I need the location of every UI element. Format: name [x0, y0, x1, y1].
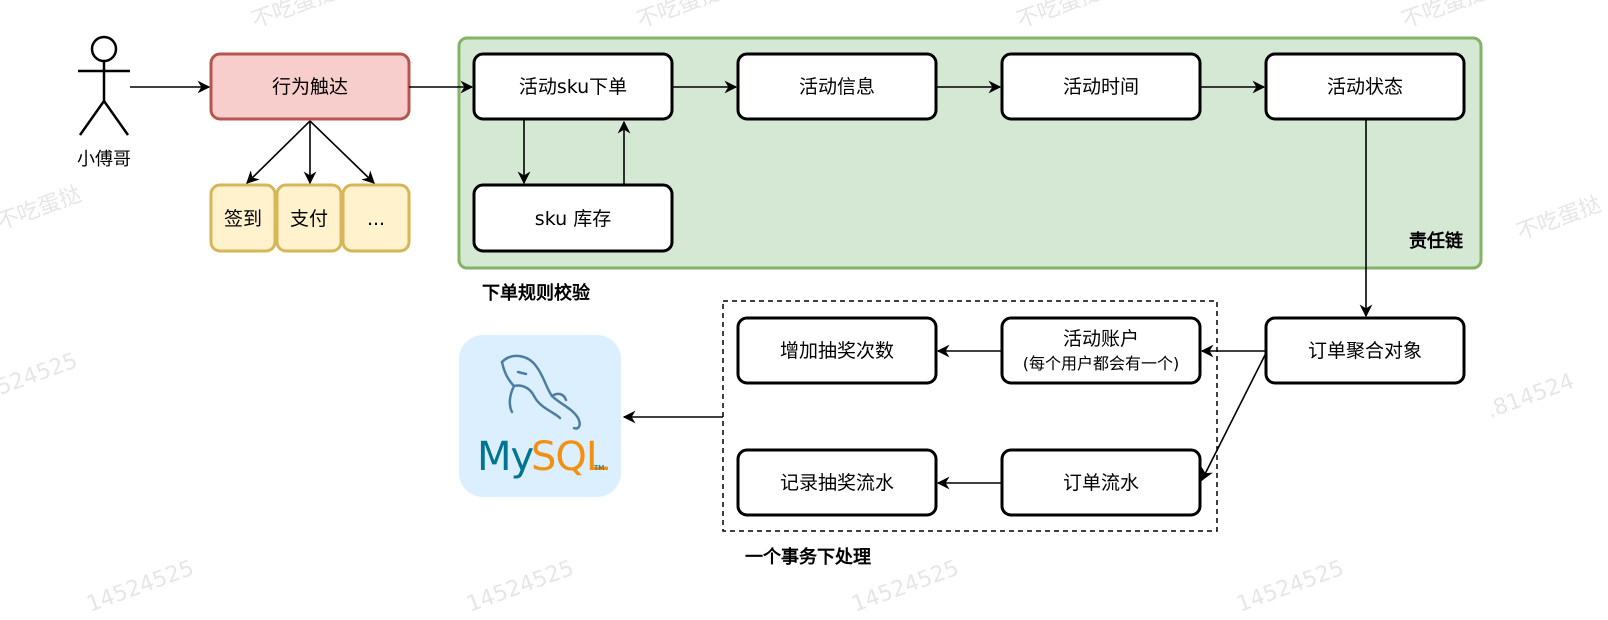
order-aggregate-node-label: 订单聚合对象	[1308, 340, 1422, 362]
watermark: 不吃蛋挞	[1014, 0, 1105, 34]
pay-node-label: 支付	[290, 208, 328, 230]
activity-state-node-label: 活动状态	[1327, 76, 1403, 98]
add-draw-count-node-label: 增加抽奖次数	[780, 340, 894, 362]
connectors	[130, 80, 1373, 490]
more-node	[341, 183, 411, 253]
behavior-node-label: 行为触达	[272, 76, 348, 98]
arrow-aggregate-to-order-flow	[1201, 352, 1267, 482]
add-draw-count-node	[736, 316, 938, 385]
arrow-behavior-to-more	[309, 120, 375, 184]
watermark: 14524525	[464, 556, 578, 618]
watermark: 14524525	[84, 556, 198, 618]
sku-order-node-label: 活动sku下单	[519, 76, 627, 98]
transaction-label: 一个事务下处理	[745, 546, 871, 568]
mysql-dolphin-icon	[500, 354, 581, 430]
actor-label: 小傅哥	[77, 149, 131, 170]
chain-container	[457, 36, 1483, 270]
watermark: 14524525	[1234, 556, 1348, 618]
watermark: 不吃蛋挞	[0, 182, 85, 236]
watermark: 不吃蛋挞	[249, 0, 340, 34]
activity-time-node-label: 活动时间	[1063, 76, 1139, 98]
pay-node	[275, 183, 343, 253]
actor-icon	[78, 35, 130, 136]
mysql-box	[459, 335, 621, 497]
watermark: 不吃蛋挞	[1514, 192, 1605, 246]
record-draw-flow-node-label: 记录抽奖流水	[780, 472, 894, 494]
activity-account-node-note: (每个用户都会有一个)	[1023, 354, 1180, 373]
watermark: 不吃蛋挞	[1399, 0, 1490, 34]
activity-info-node-label: 活动信息	[799, 76, 875, 98]
transaction-group	[722, 300, 1218, 532]
sku-stock-node	[472, 183, 674, 253]
record-draw-flow-node	[736, 448, 938, 517]
watermark: 不吃蛋挞	[634, 0, 725, 34]
order-flow-node-label: 订单流水	[1063, 472, 1139, 494]
mysql-my-text: My	[477, 434, 534, 480]
sku-stock-node-label: sku 库存	[535, 208, 611, 230]
arrow-behavior-to-sign-in	[246, 120, 311, 184]
more-node-label: ...	[367, 208, 385, 230]
order-rules-label: 下单规则校验	[482, 282, 591, 304]
activity-state-node	[1264, 52, 1466, 121]
sign-in-node-label: 签到	[224, 208, 262, 230]
mysql-tm-text: TM	[593, 464, 604, 472]
mysql-sql-text: SQL	[531, 434, 609, 480]
chain-label: 责任链	[1409, 230, 1464, 252]
activity-account-node-label: 活动账户	[1063, 328, 1139, 350]
watermark: .814524	[1484, 369, 1578, 424]
watermark: 524525	[0, 348, 81, 400]
sign-in-node	[209, 183, 277, 253]
